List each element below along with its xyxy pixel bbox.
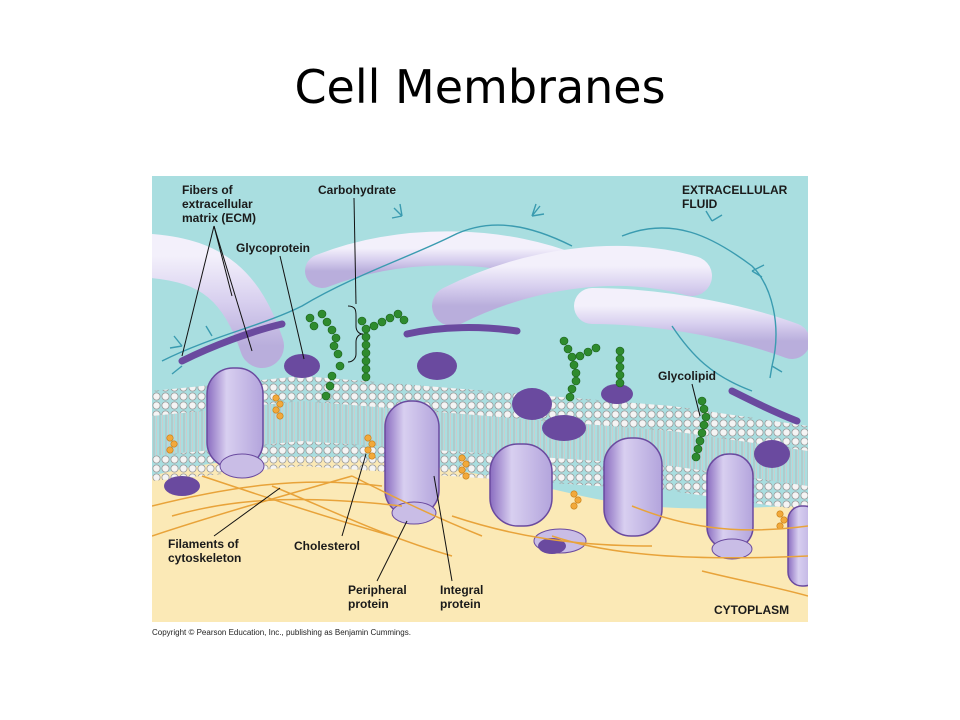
bilayer-bottom-heads: [152, 441, 808, 511]
label-fibers-ecm-3: matrix (ECM): [182, 211, 256, 225]
label-peripheral-protein-1: Peripheral: [348, 583, 407, 597]
cell-membrane-diagram: Fibers of extracellular matrix (ECM) Car…: [152, 176, 808, 622]
cytoskeleton-filaments: [152, 475, 808, 597]
cholesterol-molecules: [166, 394, 788, 530]
label-filaments-1: Filaments of: [168, 537, 240, 551]
label-peripheral-protein-2: protein: [348, 597, 389, 611]
cytoplasm-region: [152, 456, 808, 622]
label-glycoprotein: Glycoprotein: [236, 241, 310, 255]
leader-lines: [181, 197, 701, 582]
carbohydrate-chains: [305, 309, 711, 462]
diagram-labels: Fibers of extracellular matrix (ECM) Car…: [168, 183, 789, 617]
label-glycolipid: Glycolipid: [658, 369, 716, 383]
bilayer-top-heads: [152, 376, 808, 451]
label-cholesterol: Cholesterol: [294, 539, 360, 553]
label-integral-protein-1: Integral: [440, 583, 483, 597]
label-filaments-2: cytoskeleton: [168, 551, 241, 565]
label-fibers-ecm-1: Fibers of: [182, 183, 234, 197]
label-extracellular-fluid-2: FLUID: [682, 197, 718, 211]
slide-title: Cell Membranes: [294, 60, 666, 114]
label-integral-protein-2: protein: [440, 597, 481, 611]
copyright-text: Copyright © Pearson Education, Inc., pub…: [152, 628, 411, 637]
ecm-network: [161, 203, 783, 392]
label-extracellular-fluid-1: EXTRACELLULAR: [682, 183, 788, 197]
peripheral-proteins: [164, 320, 801, 554]
bilayer-tails: [152, 401, 808, 486]
ecm-fibers: [152, 231, 808, 368]
carbohydrate-brace: [347, 305, 364, 363]
label-cytoplasm: CYTOPLASM: [714, 603, 789, 617]
label-fibers-ecm-2: extracellular: [182, 197, 253, 211]
label-carbohydrate: Carbohydrate: [318, 183, 396, 197]
integral-proteins: [206, 367, 808, 587]
